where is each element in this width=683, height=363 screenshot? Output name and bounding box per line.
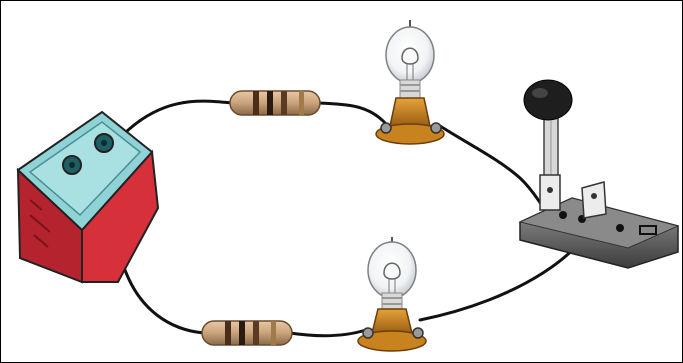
light-bulb-icon bbox=[357, 237, 427, 352]
bulb-terminal-left bbox=[380, 122, 392, 134]
wire-battery-to-resistor-top bbox=[116, 99, 234, 142]
resistor-icon bbox=[229, 90, 321, 116]
battery-icon bbox=[16, 110, 160, 284]
bulb-terminal-left bbox=[362, 327, 374, 339]
switch-jaw-clip bbox=[581, 181, 607, 219]
wire-bulb-top-to-switch bbox=[438, 124, 550, 214]
knife-switch-icon bbox=[518, 79, 680, 269]
bulb-terminal-right bbox=[430, 122, 442, 134]
resistor-icon bbox=[201, 320, 293, 346]
switch-knob bbox=[523, 79, 573, 121]
wire-bulb-bottom-to-resistor-bottom bbox=[288, 328, 368, 338]
wire-resistor-top-to-bulb-top bbox=[316, 101, 388, 126]
bulb-terminal-right bbox=[412, 327, 424, 339]
light-bulb-icon bbox=[375, 20, 445, 145]
